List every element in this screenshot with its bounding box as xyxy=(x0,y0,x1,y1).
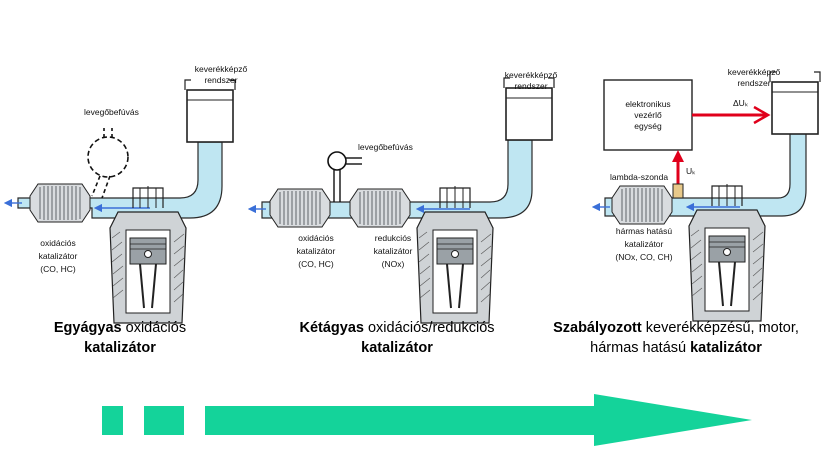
air-pump-dashed-icon xyxy=(87,136,129,178)
progress-arrow xyxy=(102,394,752,446)
caption-bold: Szabályozott xyxy=(553,320,642,336)
mixer-box xyxy=(184,79,236,143)
progress-segment-1 xyxy=(102,406,123,435)
caption-bold: Kétágyas xyxy=(299,320,364,336)
air-injection-label-1: levegőbefúvás xyxy=(84,107,139,117)
signal-out-label: ΔUₖ xyxy=(733,98,749,108)
caption-dual-bed: Kétágyas oxidációs/redukciós katalizátor xyxy=(272,318,522,358)
progress-segment-2 xyxy=(144,406,184,435)
caption-text: hármas hatású xyxy=(590,340,687,356)
caption-bold: katalizátor xyxy=(84,340,156,356)
caption-single-bed: Egyágyas oxidációs katalizátor xyxy=(20,318,220,358)
caption-bold: katalizátor xyxy=(690,340,762,356)
three-way-catalyst-icon xyxy=(611,185,673,225)
air-pump-icon xyxy=(327,151,347,171)
lambda-sensor-label: lambda-szonda xyxy=(610,172,668,182)
oxidation-catalyst-icon xyxy=(29,183,91,223)
signal-in-label: Uₖ xyxy=(686,166,696,176)
reduction-catalyst-icon xyxy=(349,188,411,228)
progress-arrow-head xyxy=(205,394,752,446)
caption-text: oxidációs/redukciós xyxy=(367,320,495,336)
ecu-box xyxy=(603,79,693,151)
lambda-sensor-icon xyxy=(672,183,684,199)
oxidation-catalyst-icon xyxy=(269,188,331,228)
caption-bold: Egyágyas xyxy=(53,320,122,336)
air-injection-label-2: levegőbefúvás xyxy=(358,142,413,152)
caption-bold: katalizátor xyxy=(361,340,433,356)
mixer-box xyxy=(769,71,821,135)
caption-text: oxidációs xyxy=(125,320,187,336)
caption-text: keverékképzésű, motor, xyxy=(645,320,799,336)
caption-controlled: Szabályozott keverékképzésű, motor, hárm… xyxy=(528,318,824,358)
